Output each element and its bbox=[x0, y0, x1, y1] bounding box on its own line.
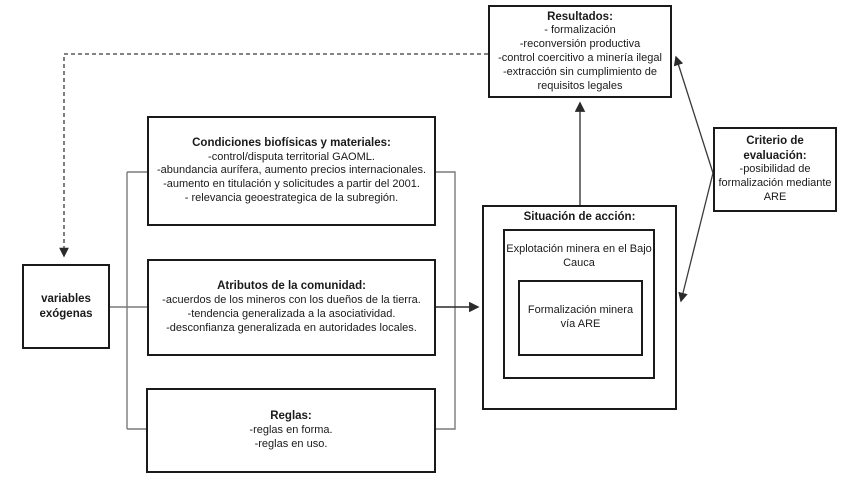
box-text-line: -posibilidad de formalización mediante A… bbox=[718, 163, 832, 203]
box-criterio-title: Criterio de evaluación: bbox=[743, 135, 807, 162]
arrow-criterio-to-situacion bbox=[678, 172, 714, 303]
arrow-criterio-to-resultados bbox=[673, 55, 714, 174]
box-variables-exogenas-label: variables exógenas bbox=[39, 293, 93, 320]
box-text-line: -reglas en uso. bbox=[254, 437, 328, 450]
box-text-line: -aumento en titulación y solicitudes a p… bbox=[163, 178, 420, 191]
box-text-line: -control/disputa territorial GAOML. bbox=[208, 150, 375, 163]
box-situacion-de-accion: Situación de acción: Explotación minera … bbox=[482, 205, 677, 410]
box-reglas: Reglas: -reglas en forma.-reglas en uso. bbox=[146, 388, 436, 473]
box-text-line: -tendencia generalizada a la asociativid… bbox=[187, 307, 396, 320]
box-text-line: -extracción sin cumplimiento de requisit… bbox=[502, 65, 658, 92]
box-situacion-title: Situación de acción: bbox=[523, 211, 636, 223]
box-explotacion-label: Explotación minera en el Bajo Cauca bbox=[506, 243, 652, 269]
box-resultados-title: Resultados: bbox=[547, 10, 613, 23]
box-text-line: -reglas en forma. bbox=[249, 423, 333, 436]
box-text-line: -abundancia aurífera, aumento precios in… bbox=[156, 164, 427, 177]
box-text-line: -control coercitivo a minería ilegal bbox=[498, 51, 662, 64]
box-condiciones-biofisicas: Condiciones biofísicas y materiales: -co… bbox=[147, 116, 436, 226]
box-reglas-title: Reglas: bbox=[270, 410, 312, 423]
box-criterio-evaluacion: Criterio de evaluación: -posibilidad de … bbox=[713, 127, 837, 212]
box-atributos-comunidad: Atributos de la comunidad: -acuerdos de … bbox=[147, 259, 436, 356]
box-reglas-lines: -reglas en forma.-reglas en uso. bbox=[151, 424, 431, 452]
left-bracket-connector bbox=[110, 171, 147, 430]
box-variables-exogenas: variables exógenas bbox=[22, 264, 110, 349]
box-text-line: -desconfianza generalizada en autoridade… bbox=[166, 321, 417, 334]
box-formalizacion-minera-are: Formalización minera vía ARE bbox=[518, 280, 643, 356]
box-atributos-title: Atributos de la comunidad: bbox=[217, 280, 366, 293]
box-explotacion-minera: Explotación minera en el Bajo Cauca Form… bbox=[503, 229, 655, 379]
box-text-line: -reconversión productiva bbox=[519, 37, 641, 50]
box-text-line: - relevancia geoestrategica de la subreg… bbox=[184, 192, 399, 205]
box-formalizacion-label: Formalización minera vía ARE bbox=[527, 304, 634, 330]
dashed-feedback-arrow-resultados-to-variables bbox=[59, 53, 488, 258]
box-criterio-lines: -posibilidad de formalización mediante A… bbox=[718, 163, 832, 205]
box-resultados-lines: - formalización-reconversión productiva-… bbox=[493, 24, 667, 93]
box-condiciones-title: Condiciones biofísicas y materiales: bbox=[192, 137, 391, 150]
right-bracket-connector bbox=[436, 171, 456, 430]
box-resultados: Resultados: - formalización-reconversión… bbox=[488, 5, 672, 98]
box-condiciones-lines: -control/disputa territorial GAOML.-abun… bbox=[152, 151, 431, 206]
box-atributos-lines: -acuerdos de los mineros con los dueños … bbox=[152, 294, 431, 336]
box-text-line: - formalización bbox=[544, 24, 616, 37]
box-text-line: -acuerdos de los mineros con los dueños … bbox=[162, 293, 421, 306]
